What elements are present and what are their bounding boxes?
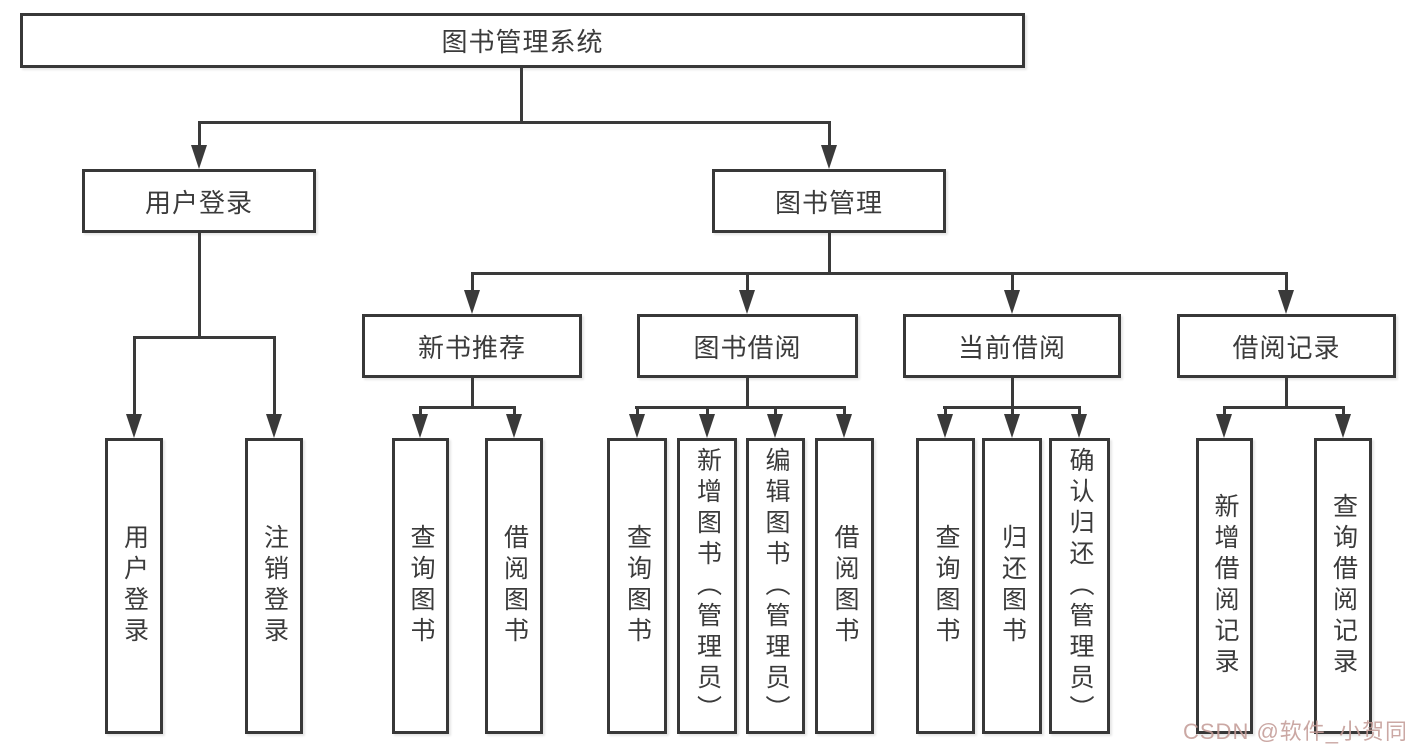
connector-line — [471, 272, 1288, 275]
connector-line — [1078, 406, 1081, 418]
connector-line — [1223, 406, 1226, 418]
arrowhead-down-icon — [506, 414, 522, 438]
arrowhead-down-icon — [629, 414, 645, 438]
arrowhead-down-icon — [1278, 290, 1294, 314]
node-book-management: 图书管理 — [712, 169, 946, 233]
connector-line — [198, 121, 830, 124]
node-user-login: 用户登录 — [82, 169, 316, 233]
arrowhead-down-icon — [1216, 414, 1232, 438]
connector-line — [1011, 406, 1014, 418]
connector-line — [635, 406, 846, 409]
connector-line — [520, 68, 523, 124]
node-book-borrowing: 图书借阅 — [637, 314, 858, 378]
connector-line — [1285, 378, 1288, 409]
connector-line — [828, 232, 831, 275]
leaf-logout: 注销登录 — [245, 438, 303, 734]
leaf-add-book-admin: 新增图书（管理员） — [677, 438, 737, 734]
leaf-query-borrow-record: 查询借阅记录 — [1314, 438, 1372, 734]
connector-line — [1285, 272, 1288, 294]
connector-line — [1342, 406, 1345, 418]
connector-line — [471, 272, 474, 294]
connector-line — [1223, 406, 1345, 409]
arrowhead-down-icon — [191, 145, 207, 169]
connector-line — [419, 406, 516, 409]
leaf-query-books-borrowing: 查询图书 — [607, 438, 667, 734]
connector-line — [471, 378, 474, 409]
connector-line — [706, 406, 709, 418]
arrowhead-down-icon — [937, 414, 953, 438]
arrowhead-down-icon — [836, 414, 852, 438]
connector-line — [133, 336, 276, 339]
connector-line — [774, 406, 777, 418]
connector-line — [1011, 272, 1014, 294]
connector-line — [843, 406, 846, 418]
arrowhead-down-icon — [739, 290, 755, 314]
arrowhead-down-icon — [1335, 414, 1351, 438]
connector-line — [636, 406, 639, 418]
leaf-borrow-books-borrowing: 借阅图书 — [815, 438, 874, 734]
connector-line — [828, 121, 831, 149]
leaf-borrow-books-recommend: 借阅图书 — [485, 438, 543, 734]
leaf-query-books-current: 查询图书 — [916, 438, 975, 734]
leaf-query-books-recommend: 查询图书 — [392, 438, 449, 734]
connector-line — [746, 378, 749, 409]
arrowhead-down-icon — [699, 414, 715, 438]
node-library-system: 图书管理系统 — [20, 13, 1025, 68]
connector-line — [1011, 378, 1014, 409]
leaf-user-login: 用户登录 — [105, 438, 163, 734]
connector-line — [198, 121, 201, 149]
arrowhead-down-icon — [464, 290, 480, 314]
connector-line — [746, 272, 749, 294]
arrowhead-down-icon — [1004, 414, 1020, 438]
connector-line — [944, 406, 947, 418]
node-new-book-recommendation: 新书推荐 — [362, 314, 582, 378]
connector-line — [198, 233, 201, 339]
node-current-borrowing: 当前借阅 — [903, 314, 1121, 378]
arrowhead-down-icon — [126, 414, 142, 438]
leaf-return-books: 归还图书 — [982, 438, 1042, 734]
leaf-confirm-return-admin: 确认归还（管理员） — [1049, 438, 1110, 734]
node-borrowing-records: 借阅记录 — [1177, 314, 1396, 378]
connector-line — [419, 406, 422, 418]
connector-line — [513, 406, 516, 418]
leaf-edit-book-admin: 编辑图书（管理员） — [746, 438, 805, 734]
arrowhead-down-icon — [1071, 414, 1087, 438]
arrowhead-down-icon — [412, 414, 428, 438]
connector-line — [273, 336, 276, 416]
arrowhead-down-icon — [1004, 290, 1020, 314]
arrowhead-down-icon — [266, 414, 282, 438]
arrowhead-down-icon — [767, 414, 783, 438]
connector-line — [133, 336, 136, 416]
arrowhead-down-icon — [821, 145, 837, 169]
leaf-add-borrow-record: 新增借阅记录 — [1196, 438, 1253, 734]
csdn-watermark: CSDN @软件_小贺同学 — [1183, 719, 1405, 744]
